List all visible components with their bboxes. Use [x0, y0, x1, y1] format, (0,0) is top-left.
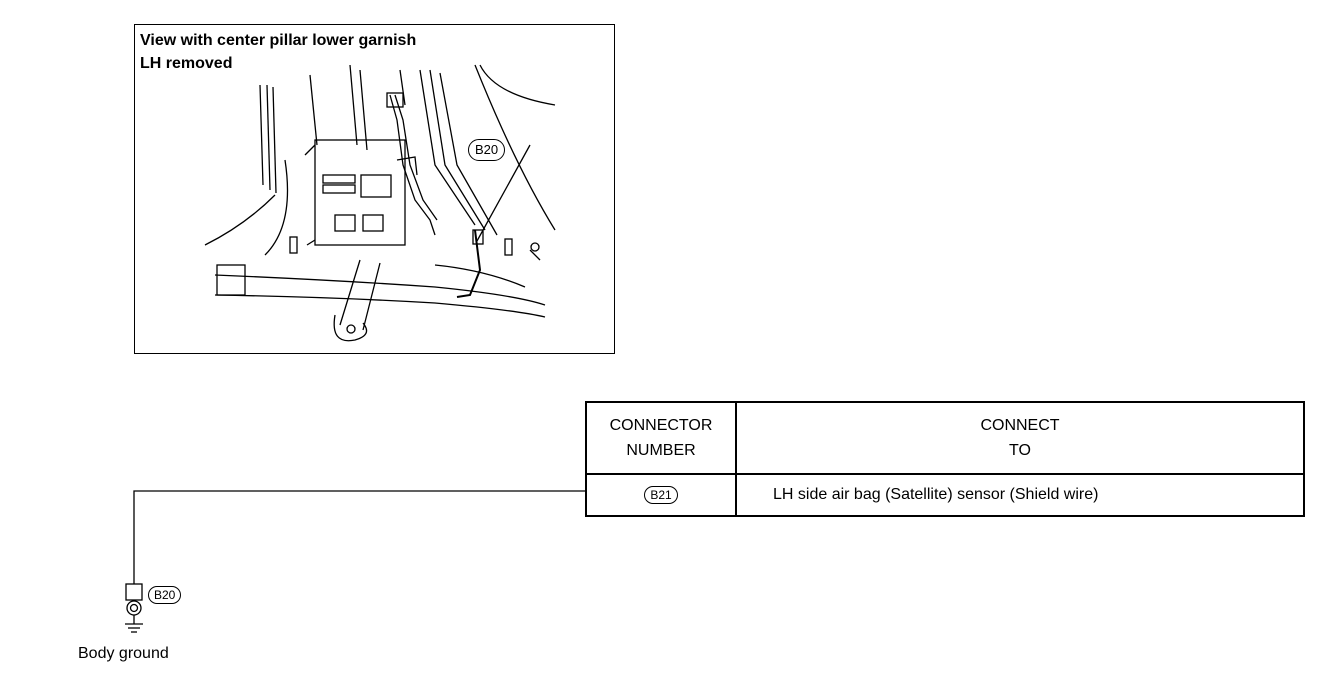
pillar-view-illustration: View with center pillar lower garnish LH… [134, 24, 615, 354]
header-connect-line1: CONNECT [980, 417, 1060, 434]
ground-wire [133, 490, 585, 584]
connector-badge: B21 [644, 486, 678, 504]
b20-callout: B20 [468, 139, 506, 161]
ground-connector-badge: B20 [148, 586, 182, 604]
header-number-line1: CONNECTOR [609, 417, 713, 434]
wire-harness [389, 94, 436, 236]
body-ground-label: Body ground [78, 645, 169, 662]
control-module [314, 139, 406, 246]
view-caption-line2: LH removed [140, 55, 233, 72]
connector-table: CONNECTOR NUMBER CONNECT TO B21 LH side … [585, 401, 1305, 517]
header-connect-line2: TO [1009, 442, 1031, 459]
cell-connector-number: B21 [585, 473, 737, 517]
pillar-line [259, 84, 264, 186]
cell-connect-to: LH side air bag (Satellite) sensor (Shie… [735, 473, 1305, 517]
header-connector-number: CONNECTOR NUMBER [585, 401, 737, 475]
header-connect-to: CONNECT TO [735, 401, 1305, 475]
pillar-drawing [204, 64, 556, 342]
view-caption: View with center pillar lower garnish LH… [140, 29, 416, 75]
header-number-line2: NUMBER [626, 442, 696, 459]
table-header-row: CONNECTOR NUMBER CONNECT TO [585, 401, 1305, 475]
table-row: B21 LH side air bag (Satellite) sensor (… [585, 473, 1305, 517]
ground-connector-box [125, 583, 143, 601]
view-caption-line1: View with center pillar lower garnish [140, 32, 417, 49]
ground-terminal-inner [129, 603, 139, 613]
ground-terminal-outer [126, 600, 142, 616]
